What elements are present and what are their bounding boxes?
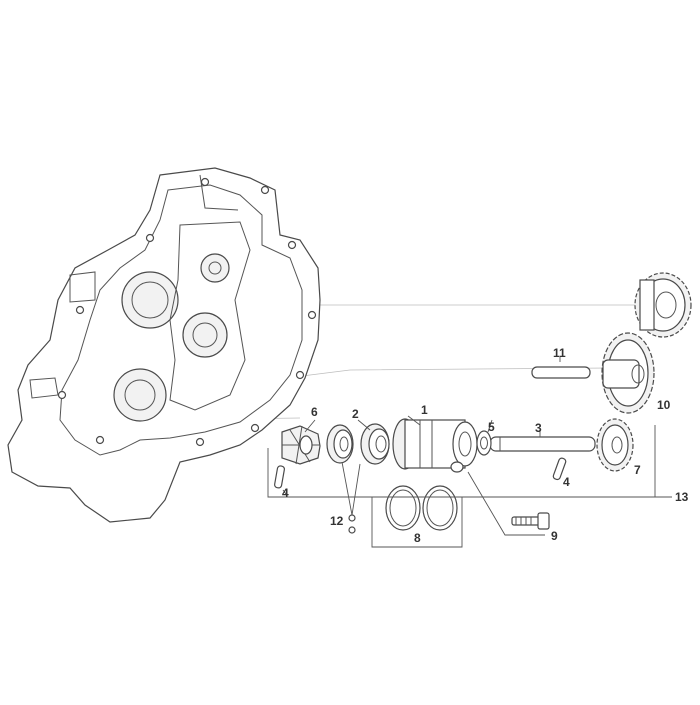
bolt-hole [295,370,305,380]
seal [326,424,354,464]
bolt-hole [250,423,260,433]
callout-4-left: 4 [282,486,289,500]
callout-3: 3 [535,421,542,435]
shaft-boss [200,253,230,283]
callout-4-right: 4 [563,475,570,489]
bearing-housing-middle [182,312,228,358]
bearing-housing-upper [121,271,179,329]
callout-8: 8 [414,531,421,545]
callout-13: 13 [675,490,689,504]
gear-10 [601,332,655,414]
gear-7 [596,418,634,472]
pin-11 [531,357,591,379]
shaft-3 [489,436,596,452]
pump-housing-1 [392,418,478,473]
callout-6: 6 [311,405,318,419]
bolt-hole [195,437,205,447]
bearing-housing-lower [113,368,167,422]
bolt-hole [75,305,85,315]
bolt-hole [287,240,297,250]
callout-labels: 1 2 3 4 4 5 6 7 8 9 10 11 12 13 [282,346,689,545]
callout-12: 12 [330,514,344,528]
leader-lines [267,415,672,548]
bolt-hole [307,310,317,320]
callout-5: 5 [488,420,495,434]
bolt-hole [145,233,155,243]
pin-4-right [552,457,567,481]
bolt-hole [57,390,67,400]
callout-2: 2 [352,407,359,421]
callout-7: 7 [634,463,641,477]
crankcase-half [7,167,321,523]
bearing-2 [360,423,390,465]
bolt-hole [260,185,270,195]
bolt-9 [511,512,550,530]
callout-11: 11 [553,346,566,360]
pin-4-left [274,465,285,489]
bolt-hole [200,177,210,187]
callout-1: 1 [421,403,428,417]
washer-5 [476,430,492,456]
clips-12 [348,514,356,534]
bolt-hole [95,435,105,445]
impeller-6 [281,425,321,465]
gear-upper [634,272,692,338]
callout-10: 10 [657,398,671,412]
callout-9: 9 [551,529,558,543]
